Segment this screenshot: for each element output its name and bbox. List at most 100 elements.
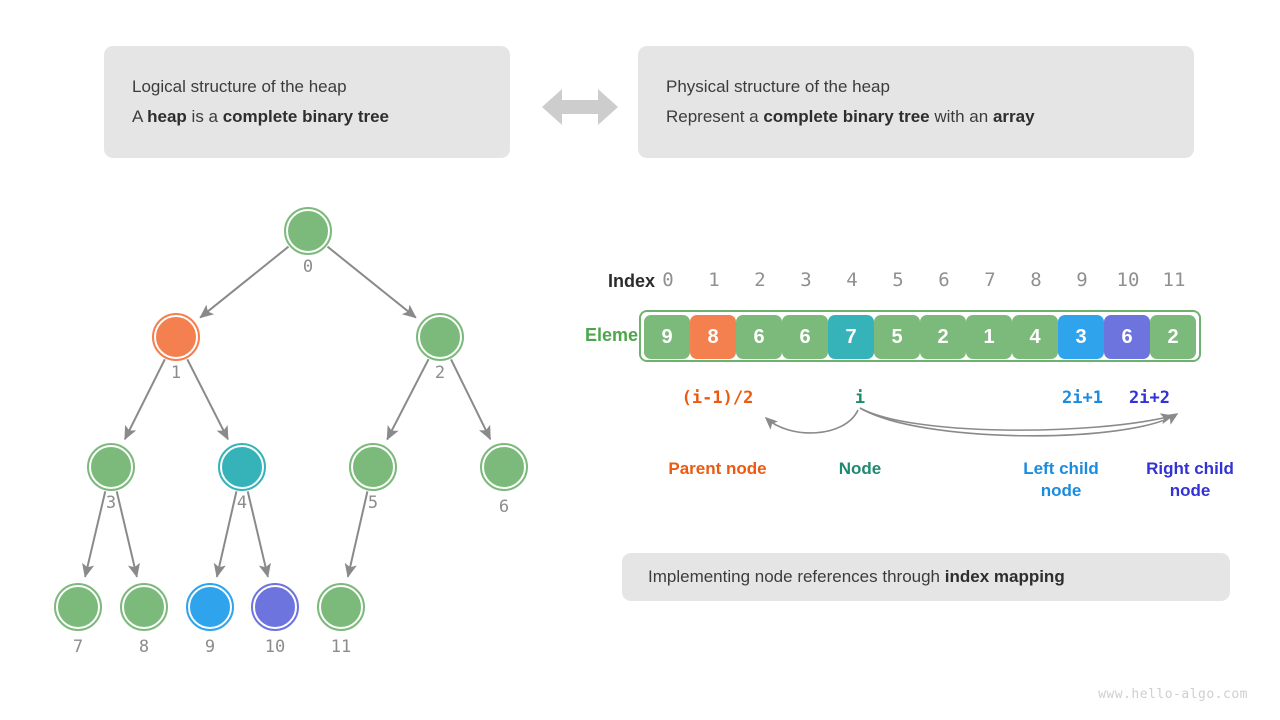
double-arrow-icon — [540, 83, 620, 131]
tree-node-value: 2 — [498, 456, 510, 478]
caption-mapping-pre: Implementing node references through — [648, 567, 945, 586]
tree-edge — [386, 358, 430, 441]
array-element-cell[interactable]: 7 — [828, 315, 874, 359]
caption-physical-line1: Physical structure of the heap — [666, 77, 890, 96]
tree-node-value: 3 — [204, 596, 216, 618]
role-label-parent: Parent node — [668, 459, 767, 478]
array-element-cell[interactable]: 6 — [1104, 315, 1150, 359]
role-label-node: Node — [838, 459, 882, 478]
role-right-line2: node — [1169, 481, 1211, 500]
array-element-cell[interactable]: 2 — [1150, 315, 1196, 359]
array-index-cell: 5 — [892, 269, 904, 291]
caption-physical-structure: Physical structure of the heap Represent… — [638, 46, 1194, 158]
tree-edge — [344, 491, 369, 578]
tree-edge — [246, 491, 271, 578]
array-element-cell[interactable]: 9 — [644, 315, 690, 359]
caption-mapping-bold: index mapping — [944, 567, 1065, 586]
array-index-cell: 9 — [1076, 269, 1088, 291]
array-index-cell: 10 — [1116, 269, 1140, 291]
tree-node-index-label: 5 — [367, 493, 379, 513]
tree-node-value: 6 — [434, 326, 446, 348]
caption-physical-line2-pre: Represent a — [666, 107, 764, 126]
role-label-right-child: Right child node — [1120, 458, 1260, 502]
array-element-cell[interactable]: 4 — [1012, 315, 1058, 359]
tree-edge — [123, 358, 166, 441]
array-index-cell: 7 — [984, 269, 996, 291]
tree-node-value: 1 — [72, 596, 84, 618]
array-element-cell[interactable]: 2 — [920, 315, 966, 359]
tree-node-value: 6 — [269, 596, 281, 618]
array-element-cell[interactable]: 3 — [1058, 315, 1104, 359]
caption-logical-structure: Logical structure of the heap A heap is … — [104, 46, 510, 158]
tree-edge — [213, 491, 238, 578]
array-index-cell: 1 — [708, 269, 720, 291]
caption-logical-line2-mid: is a — [186, 107, 223, 126]
tree-edges — [82, 245, 492, 578]
array-element-cell[interactable]: 6 — [736, 315, 782, 359]
array-element-cell[interactable]: 1 — [966, 315, 1012, 359]
array-index-cell: 8 — [1030, 269, 1042, 291]
index-mapping-arrows — [764, 407, 1179, 437]
tree-node[interactable]: 6 — [251, 583, 299, 631]
tree-node-index-label: 4 — [236, 493, 248, 513]
array-index-cell: 3 — [800, 269, 812, 291]
caption-physical-line2-mid: with an — [929, 107, 993, 126]
tree-node-value: 5 — [367, 456, 379, 478]
tree-node-index-label: 10 — [264, 637, 286, 657]
array-index-cell: 4 — [846, 269, 858, 291]
index-row-label: Index — [607, 271, 655, 291]
array-index-cell: 11 — [1162, 269, 1186, 291]
tree-edge — [326, 245, 417, 319]
tree-node-index-label: 3 — [105, 493, 117, 513]
tree-node-value: 6 — [105, 456, 117, 478]
tree-node-index-label: 9 — [204, 637, 216, 657]
tree-node-value: 7 — [236, 456, 248, 478]
tree-node-index-label: 6 — [498, 497, 510, 517]
tree-node-index-label: 2 — [434, 363, 446, 383]
role-left-line1: Left child — [1023, 459, 1099, 478]
role-right-line1: Right child — [1146, 459, 1234, 478]
tree-edge — [199, 245, 290, 319]
array-index-row: 0 1 2 3 4 5 6 7 8 9 10 11 — [645, 269, 1197, 291]
array-element-cell[interactable]: 8 — [690, 315, 736, 359]
array-element-cell[interactable]: 5 — [874, 315, 920, 359]
array-index-cell: 2 — [754, 269, 766, 291]
tree-edge — [450, 358, 492, 441]
role-label-left-child: Left child node — [995, 458, 1127, 502]
formula-right-child: 2i+2 — [1129, 388, 1170, 408]
caption-physical-line2-bold1: complete binary tree — [763, 107, 930, 126]
tree-node[interactable]: 5 — [349, 443, 397, 491]
tree-node-value: 9 — [302, 220, 314, 242]
caption-logical-line2-bold2: complete binary tree — [222, 107, 389, 126]
caption-logical-line2: A heap is a complete binary tree — [132, 102, 482, 132]
watermark: www.hello-algo.com — [1098, 687, 1248, 702]
caption-index-mapping: Implementing node references through ind… — [622, 553, 1230, 601]
formula-node: i — [854, 388, 866, 408]
tree-edge — [186, 358, 229, 441]
tree-node-index-label: 11 — [330, 637, 352, 657]
caption-physical-line2-bold2: array — [992, 107, 1035, 126]
tree-node-value: 4 — [138, 596, 150, 618]
array-index-cell: 0 — [662, 269, 674, 291]
caption-physical-line2: Represent a complete binary tree with an… — [666, 102, 1166, 132]
tree-node-index-label: 7 — [72, 637, 84, 657]
tree-node-value: 8 — [170, 326, 182, 348]
role-left-line2: node — [1040, 481, 1082, 500]
tree-node-value: 2 — [335, 596, 347, 618]
element-row-label: Element — [584, 325, 655, 345]
formula-left-child: 2i+1 — [1062, 388, 1103, 408]
array-element-cell[interactable]: 6 — [782, 315, 828, 359]
tree-edge — [82, 491, 107, 578]
caption-logical-line1: Logical structure of the heap — [132, 77, 347, 96]
caption-logical-line2-pre: A — [132, 107, 148, 126]
tree-node-index-label: 8 — [138, 637, 150, 657]
tree-node-index-label: 0 — [302, 257, 314, 277]
caption-logical-line2-bold1: heap — [147, 107, 187, 126]
formula-parent: (i-1)/2 — [681, 388, 754, 408]
tree-node-index-label: 1 — [170, 363, 182, 383]
caption-mapping-text: Implementing node references through ind… — [648, 553, 1204, 601]
array-index-cell: 6 — [938, 269, 950, 291]
